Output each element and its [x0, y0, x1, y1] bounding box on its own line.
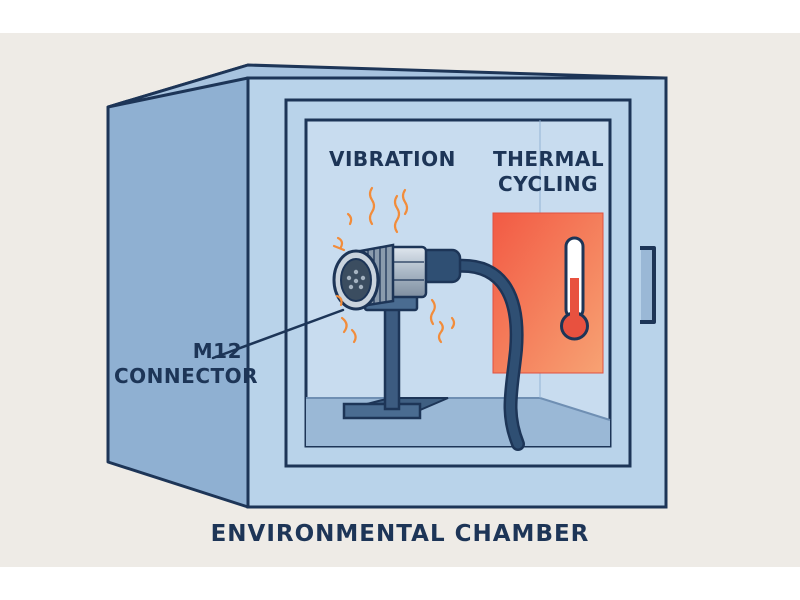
door-handle-icon[interactable]: [640, 246, 656, 324]
connector-label-line2: CONNECTOR: [114, 364, 259, 388]
thermal-label-line2: CYCLING: [498, 172, 598, 196]
vibration-wave-icon: [332, 186, 456, 344]
thermometer-icon: [560, 236, 589, 341]
environmental-chamber-title: ENVIRONMENTAL CHAMBER: [210, 521, 590, 547]
m12-connector-label: M12 CONNECTOR: [114, 339, 259, 389]
thermal-label-line1: THERMAL: [493, 147, 605, 171]
chamber-side-panel: [106, 63, 250, 509]
thermal-cycling-label: THERMAL CYCLING: [493, 147, 605, 197]
connector-label-line1: M12: [192, 339, 242, 363]
vibration-label: VIBRATION: [329, 147, 456, 171]
connector-leader-line: [211, 308, 345, 360]
chamber-door-frame: [284, 98, 632, 468]
m12-connector: [332, 243, 462, 311]
